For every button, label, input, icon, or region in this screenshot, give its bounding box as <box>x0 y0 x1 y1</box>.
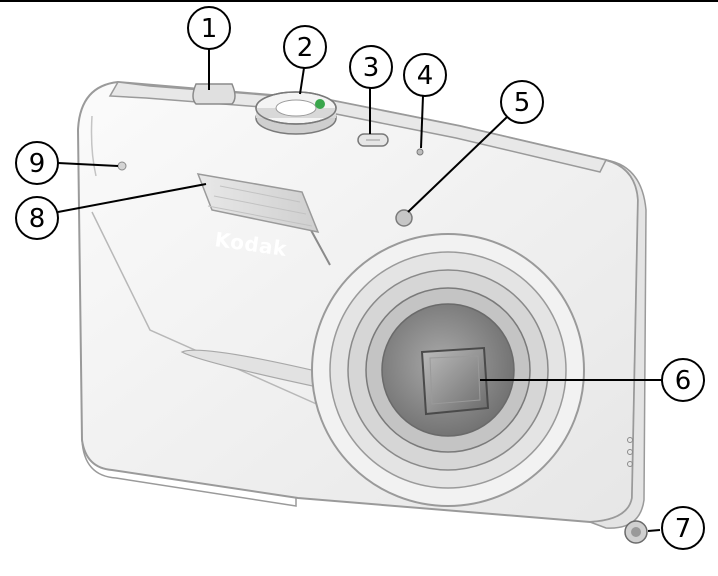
leader-7 <box>647 529 661 532</box>
timer-light <box>395 209 413 227</box>
callout-9: 9 <box>15 141 59 185</box>
leader-4 <box>420 95 424 149</box>
leader-2 <box>299 67 305 95</box>
strap-post <box>624 520 648 544</box>
leader-lines <box>57 48 662 532</box>
callout-3-label: 3 <box>363 53 380 83</box>
leader-5 <box>407 116 508 213</box>
callout-2: 2 <box>283 25 327 69</box>
callout-6-label: 6 <box>675 366 692 396</box>
callout-7-label: 7 <box>675 514 692 544</box>
ready-light <box>416 148 424 156</box>
callout-2-label: 2 <box>297 33 314 63</box>
top-rule <box>0 0 718 2</box>
callout-9-label: 9 <box>29 149 46 179</box>
callout-5-label: 5 <box>514 88 531 118</box>
callout-4: 4 <box>403 53 447 97</box>
callout-3: 3 <box>349 45 393 89</box>
self-timer-light <box>117 161 127 171</box>
mode-dial <box>255 91 337 135</box>
power-button <box>357 133 389 147</box>
callout-5: 5 <box>500 80 544 124</box>
lens-assembly <box>311 233 585 507</box>
callout-4-label: 4 <box>417 61 434 91</box>
shutter-button <box>192 83 236 105</box>
callout-8: 8 <box>15 196 59 240</box>
callout-6: 6 <box>661 358 705 402</box>
leader-9 <box>57 162 119 167</box>
callout-1-label: 1 <box>201 14 218 44</box>
flash-unit <box>196 173 320 234</box>
callout-1: 1 <box>187 6 231 50</box>
callout-7: 7 <box>661 506 705 550</box>
leader-8 <box>57 183 207 213</box>
callout-8-label: 8 <box>29 204 46 234</box>
